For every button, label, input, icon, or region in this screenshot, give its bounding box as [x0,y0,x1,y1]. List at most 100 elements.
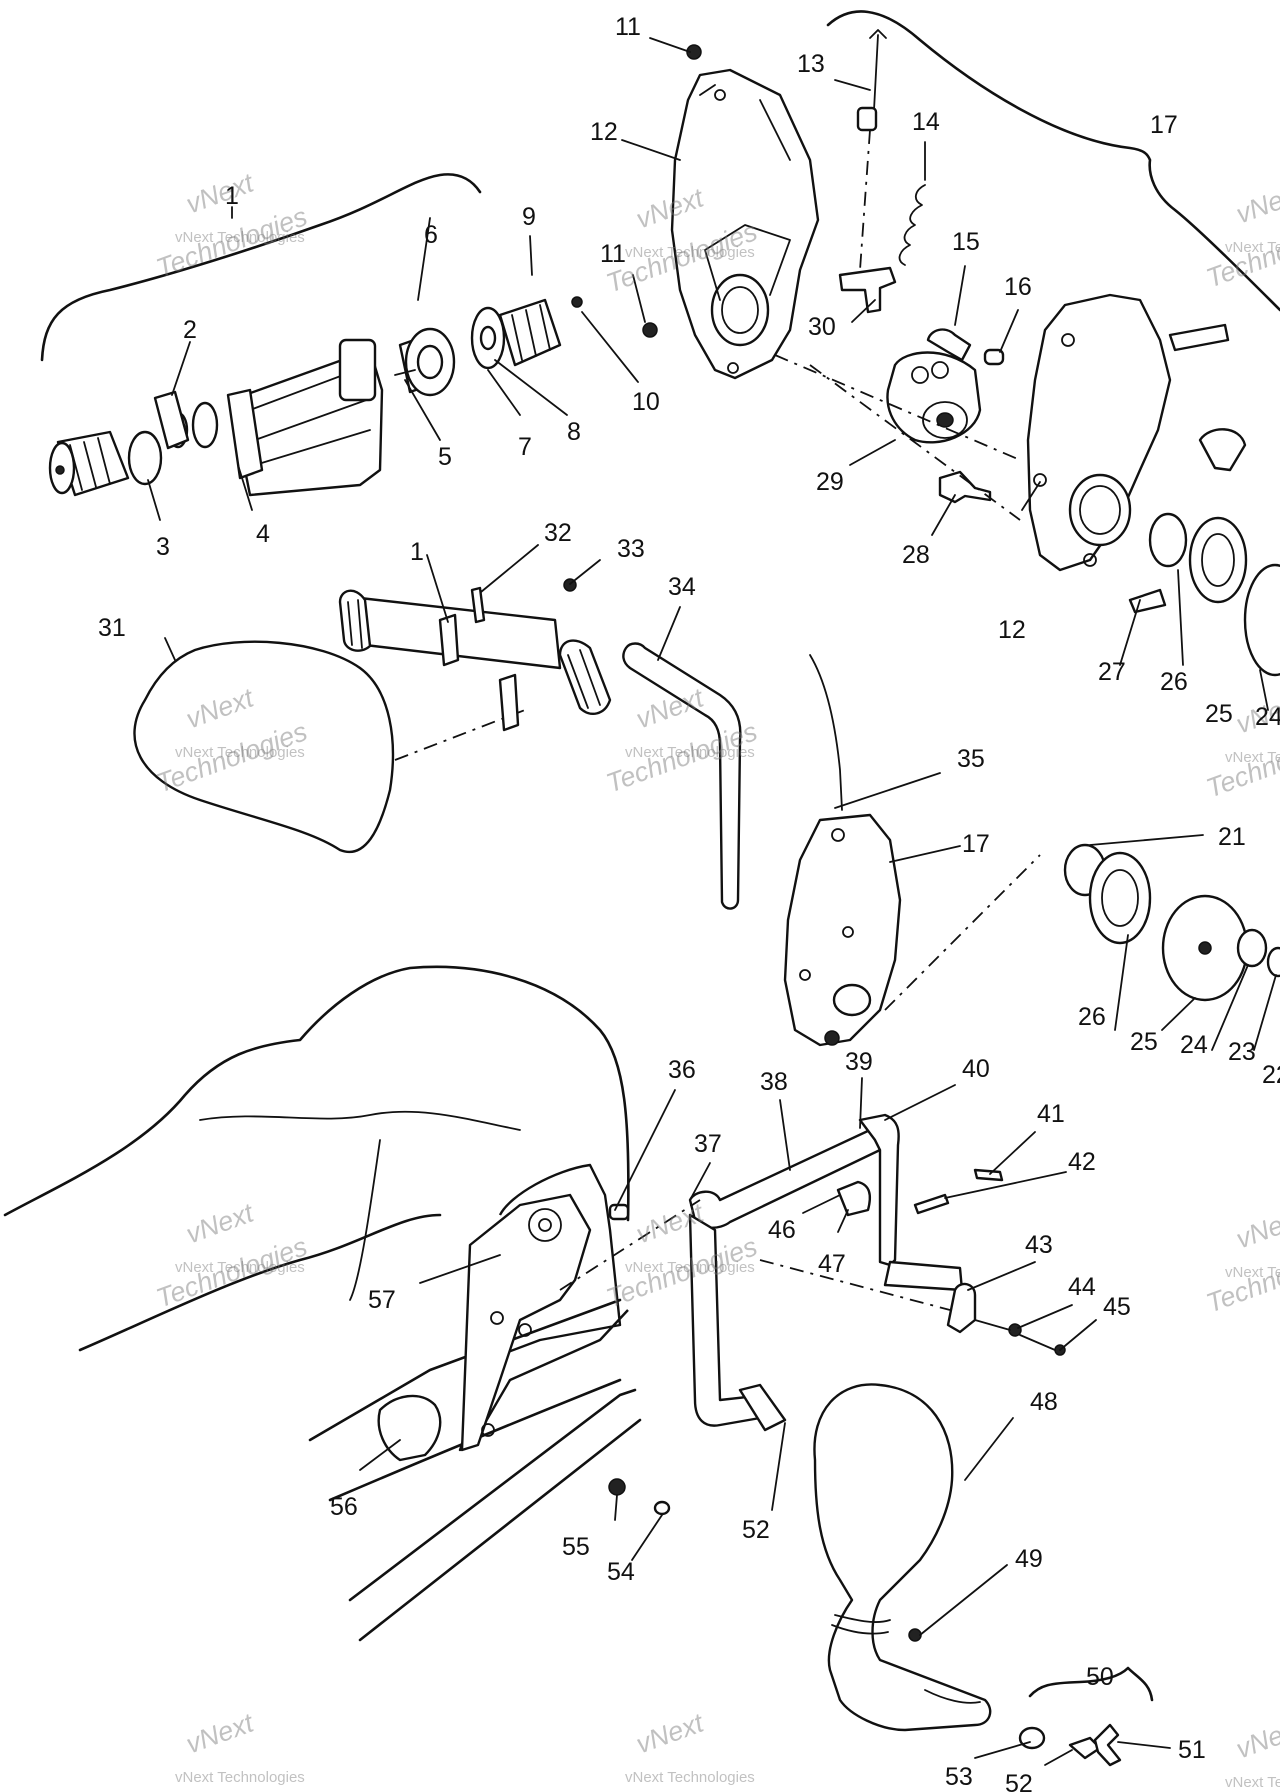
handlebar-assembly [338,578,612,732]
callout-52a: 52 [742,1516,770,1544]
recoil-housing-right [1026,293,1280,677]
callout-7: 7 [518,433,532,461]
washer-54 [653,1500,671,1516]
callout-30: 30 [808,313,836,341]
svg-text:vNext: vNext [182,1707,259,1759]
callout-50: 50 [1086,1663,1114,1691]
callout-42: 42 [1068,1148,1096,1176]
callout-17b: 17 [962,830,990,858]
callout-1b: 1 [410,538,424,566]
svg-text:vNext Technologies: vNext Technologies [625,744,755,761]
svg-text:vNext: vNext [1232,1202,1280,1254]
callout-40: 40 [962,1055,990,1083]
callout-28: 28 [902,541,930,569]
callout-15: 15 [952,228,980,256]
callout-6: 6 [424,221,438,249]
callout-46: 46 [768,1216,796,1244]
backrest-pad [813,1383,1122,1767]
recoil-housing-upper [642,44,820,380]
svg-text:vNext Technologies: vNext Technologies [1225,1774,1280,1791]
callout-39: 39 [845,1048,873,1076]
housing-17-lower [783,813,902,1047]
watermark-1: vNext vNext Technologies Technologies [152,167,311,283]
svg-text:vNext Technologies: vNext Technologies [625,244,755,261]
callout-57: 57 [368,1286,396,1314]
brake-linkage-parts [774,29,1021,521]
svg-text:vNext Technologies: vNext Technologies [175,744,305,761]
callout-54: 54 [607,1558,635,1586]
bracket-17 [826,10,1280,312]
callout-8: 8 [567,418,581,446]
svg-text:vNext: vNext [1232,1712,1280,1764]
nut-55 [608,1478,626,1496]
backrest-bracket [458,1163,630,1452]
callout-47: 47 [818,1250,846,1278]
svg-text:vNext Technologies: vNext Technologies [1225,1264,1280,1281]
callout-2: 2 [183,316,197,344]
callout-9: 9 [522,203,536,231]
callout-34: 34 [668,573,696,601]
callout-3: 3 [156,533,170,561]
callout-31: 31 [98,614,126,642]
watermark-10: vNext vNext Technologies [175,1707,305,1786]
svg-text:vNext: vNext [182,167,259,219]
heated-grip-assembly [48,296,583,497]
svg-text:vNext: vNext [632,1707,709,1759]
watermark-7: vNext vNext Technologies Technologies [152,1197,311,1313]
callout-26a: 26 [1160,668,1188,696]
callout-44: 44 [1068,1273,1096,1301]
handlebar-pad [133,640,395,853]
brake-bar [622,642,742,910]
callout-1a: 1 [225,182,239,210]
callout-36: 36 [668,1056,696,1084]
callout-17a: 17 [1150,111,1178,139]
callout-43: 43 [1025,1231,1053,1259]
watermark-3: vNext vNext Technologies Technologies [1202,177,1280,293]
svg-text:vNext Technologies: vNext Technologies [1225,749,1280,766]
callout-11a: 11 [615,13,641,41]
callout-14: 14 [912,108,940,136]
callout-26b: 26 [1078,1003,1106,1031]
knob-56 [377,1394,442,1462]
callout-52b: 52 [1005,1770,1033,1792]
bracket-50 [1028,1666,1154,1702]
callout-29: 29 [816,468,844,496]
watermark-12: vNext vNext Technologies [1225,1712,1280,1791]
callout-51: 51 [1178,1736,1206,1764]
callout-labels: 1 2 3 4 5 6 7 8 9 10 11 11 12 12 13 14 1… [98,13,1280,1792]
callout-48: 48 [1030,1388,1058,1416]
callout-32: 32 [544,519,572,547]
svg-text:vNext: vNext [1232,177,1280,229]
svg-text:vNext: vNext [182,1197,259,1249]
svg-text:vNext Technologies: vNext Technologies [175,1259,305,1276]
svg-text:vNext Technologies: vNext Technologies [625,1259,755,1276]
callout-21: 21 [1218,823,1246,851]
callout-25a: 25 [1205,700,1233,728]
callout-12a: 12 [590,118,618,146]
svg-text:vNext Technologies: vNext Technologies [175,229,305,246]
callout-24b: 24 [1180,1031,1208,1059]
callout-27: 27 [1098,658,1126,686]
bracket-1 [40,173,482,362]
svg-text:vNext Technologies: vNext Technologies [175,1769,305,1786]
callout-16: 16 [1004,273,1032,301]
latch-rod-assembly [559,1113,1066,1432]
callout-56: 56 [330,1493,358,1521]
callout-10: 10 [632,388,660,416]
callout-11b: 11 [600,240,626,268]
callout-5: 5 [438,443,452,471]
callout-55: 55 [562,1533,590,1561]
starter-pulley-stack [1063,843,1280,1002]
callout-41: 41 [1037,1100,1065,1128]
callout-23: 23 [1228,1038,1256,1066]
callout-49: 49 [1015,1545,1043,1573]
callout-4: 4 [256,520,270,548]
svg-text:vNext Technologies: vNext Technologies [625,1769,755,1786]
leader-lines [147,37,1277,1766]
callout-22: 22 [1262,1061,1280,1089]
callout-37: 37 [694,1130,722,1158]
callout-12b: 12 [998,616,1026,644]
callout-45: 45 [1103,1293,1131,1321]
svg-text:vNext Technologies: vNext Technologies [1225,239,1280,256]
